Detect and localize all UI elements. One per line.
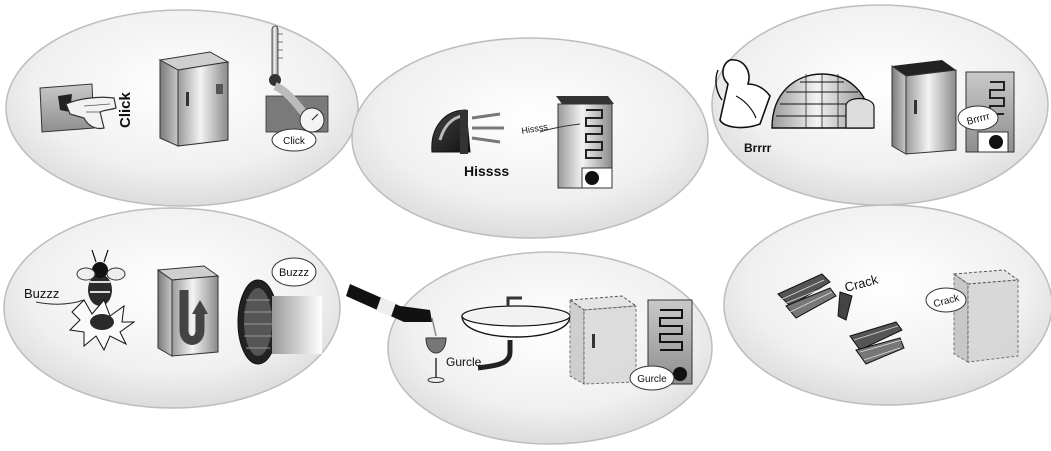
fridge-coil-icon: [556, 96, 614, 189]
iron-sound-label: Hissss: [464, 163, 509, 179]
wine-glass-icon: [425, 337, 447, 383]
panel-gurgle: Gurcle Gurcle: [346, 251, 713, 445]
panel-brrr: Brrrr Brrrrr: [711, 4, 1049, 206]
transparent-fridge-icon: Crack: [925, 269, 1020, 363]
thermometer-icon: [269, 25, 283, 86]
transparent-fridge-icon: [568, 295, 638, 385]
switch-sound-label: Click: [117, 91, 134, 128]
fan-speech-bubble: [271, 257, 317, 287]
person-sound-label: Brrrr: [744, 141, 772, 155]
dial-icon: Click: [265, 82, 329, 152]
panel-click: Click Click: [5, 9, 359, 207]
fridge-airflow-icon: [156, 265, 220, 357]
fridge-back-icon: Brrrrr: [957, 71, 1015, 153]
fridge-speech-bubble: [957, 105, 999, 131]
sink-sound-label: Gurcle: [446, 355, 482, 369]
flower-icon: [68, 299, 136, 352]
refrigerator-icon: [891, 60, 957, 155]
hand-icon: [65, 96, 117, 130]
coil-sound-label: Hissss: [521, 121, 549, 136]
shivering-person-icon: [715, 59, 771, 129]
coil-sound-label: Gurcle: [637, 374, 667, 385]
panel-oval: [387, 251, 713, 445]
ice-shards-icon: [777, 273, 905, 365]
igloo-icon: [771, 73, 875, 129]
panel-oval: [351, 37, 709, 239]
sink-icon: [461, 296, 571, 371]
coil-speech-bubble: [629, 365, 675, 391]
fridge-coil-icon: Gurcle: [629, 299, 693, 391]
wine-bottle-icon: [346, 284, 437, 337]
panel-hiss: Hissss Hissss: [351, 37, 709, 239]
refrigerator-icon: [158, 51, 230, 147]
fan-sound-label: Buzzz: [279, 267, 309, 279]
panel-buzz: Buzzz Buzzz: [3, 207, 341, 409]
bee-sound-label: Buzzz: [24, 286, 59, 301]
bee-icon: [76, 249, 126, 306]
fridge-speech-bubble: [925, 287, 967, 313]
thermostat-speech-bubble: [271, 128, 317, 152]
panel-crack: Crack Crack: [723, 204, 1051, 406]
thermostat-sound-label: Click: [283, 136, 306, 147]
fan-icon: Buzzz: [237, 257, 322, 365]
clothes-iron-icon: [431, 109, 504, 154]
